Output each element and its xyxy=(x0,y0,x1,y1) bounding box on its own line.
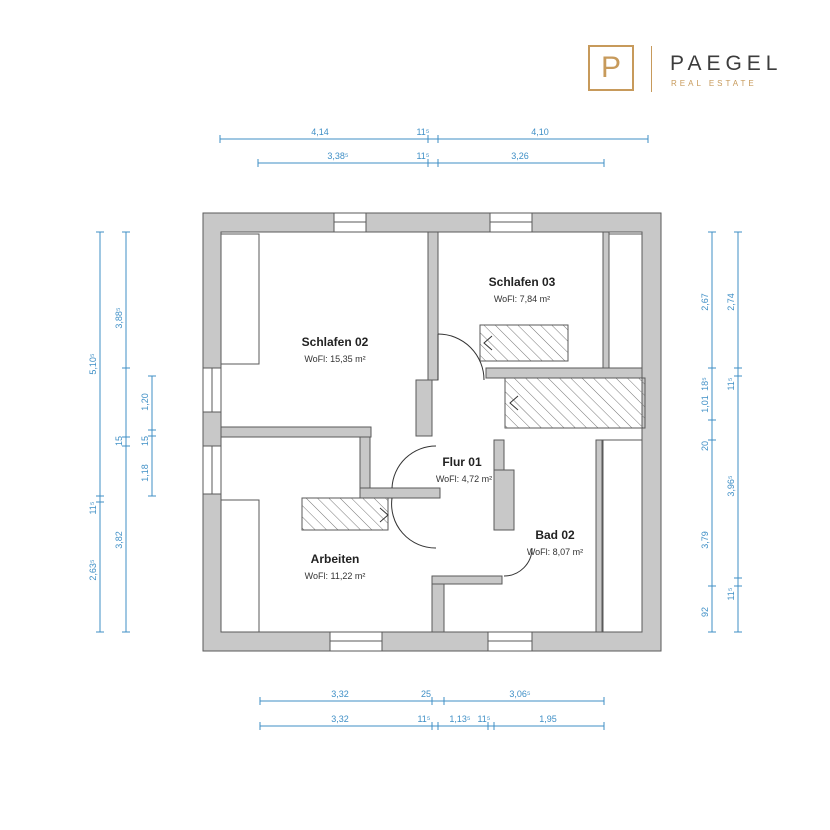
dim-label: 3,38⁵ xyxy=(327,151,349,161)
dim-label: 15 xyxy=(140,436,150,446)
logo-divider xyxy=(651,46,652,92)
dimension-lines xyxy=(99,138,739,727)
dim-label: 3,88⁵ xyxy=(114,307,124,329)
door-swing xyxy=(391,445,437,489)
dim-label: 2,63⁵ xyxy=(88,559,98,581)
dim-label: 1,13⁵ xyxy=(449,714,471,724)
knee-wall-box xyxy=(220,499,260,633)
dim-label: 11⁵ xyxy=(726,377,736,390)
stair-arrow xyxy=(509,395,519,411)
dim-label: 3,06⁵ xyxy=(509,689,531,699)
dim-label: 11⁵ xyxy=(88,501,98,514)
dim-label: 4,14 xyxy=(311,127,329,137)
dim-label: 11⁵ xyxy=(417,714,430,724)
brand-name: PAEGEL xyxy=(670,52,783,75)
room-name: Schlafen 03 xyxy=(489,275,556,289)
dim-label: 11⁵ xyxy=(726,587,736,600)
room-area: WoFl: 8,07 m² xyxy=(527,547,583,557)
interior-wall xyxy=(220,426,372,438)
room-labels: Schlafen 02 WoFl: 15,35 m² Schlafen 03 W… xyxy=(302,275,584,581)
dim-label: 3,26 xyxy=(511,151,529,161)
dim-label: 15 xyxy=(114,436,124,446)
dim-label: 1,95 xyxy=(539,714,557,724)
door-swing xyxy=(391,497,437,549)
dim-label: 1,20 xyxy=(140,393,150,411)
dim-label: 11⁵ xyxy=(416,151,429,161)
room-area: WoFl: 7,84 m² xyxy=(494,294,550,304)
dim-label: 2,74 xyxy=(726,293,736,311)
stair-hatch xyxy=(301,497,389,531)
walls xyxy=(202,212,662,652)
interior-wall xyxy=(493,469,515,531)
dimension-labels: 4,14 11⁵ 4,10 3,38⁵ 11⁵ 3,26 3,32 25 3,0… xyxy=(88,127,736,724)
dim-label: 1,18 xyxy=(140,464,150,482)
built-ins xyxy=(220,233,643,633)
interior-wall xyxy=(431,575,503,585)
windows xyxy=(202,212,533,652)
dim-label: 3,79 xyxy=(700,531,710,549)
interior-wall xyxy=(602,231,610,371)
room-name: Arbeiten xyxy=(311,552,360,566)
knee-wall-box xyxy=(602,439,643,633)
dim-label: 3,32 xyxy=(331,689,349,699)
logo-letter: P xyxy=(600,51,621,84)
stair-hatch xyxy=(479,324,569,362)
brand-tagline: REAL ESTATE xyxy=(671,79,757,88)
room-area: WoFl: 4,72 m² xyxy=(436,474,492,484)
dim-label: 2,67 xyxy=(700,293,710,311)
dimension-ticks xyxy=(96,135,742,730)
door-swing xyxy=(437,333,485,381)
stairs xyxy=(301,324,646,531)
room-name: Schlafen 02 xyxy=(302,335,369,349)
interior-wall xyxy=(427,231,439,381)
door-swing xyxy=(503,547,533,577)
dim-label: 25 xyxy=(421,689,431,699)
room-area: WoFl: 11,22 m² xyxy=(305,571,366,581)
stair-arrow xyxy=(483,335,493,351)
room-name: Bad 02 xyxy=(535,528,575,542)
knee-wall-box xyxy=(220,233,260,365)
dim-label: 11⁵ xyxy=(416,127,429,137)
interior-wall xyxy=(415,379,433,437)
dim-label: 4,10 xyxy=(531,127,549,137)
interior-wall xyxy=(359,487,441,499)
doors xyxy=(391,333,533,577)
dim-label: 5,10⁵ xyxy=(88,353,98,375)
dim-label: 3,32 xyxy=(331,714,349,724)
dim-label: 1,01 xyxy=(700,395,710,413)
dim-label: 3,96⁵ xyxy=(726,475,736,497)
room-name: Flur 01 xyxy=(442,455,482,469)
dim-label: 20 xyxy=(700,441,710,451)
stair-hatch xyxy=(504,377,646,429)
knee-wall-box xyxy=(608,233,643,369)
dim-label: 3,82 xyxy=(114,531,124,549)
room-area: WoFl: 15,35 m² xyxy=(304,354,365,364)
dim-label: 11⁵ xyxy=(477,714,490,724)
stair-arrow xyxy=(379,507,389,523)
dim-label: 18⁵ xyxy=(700,377,710,391)
interior-wall xyxy=(485,367,643,379)
dim-label: 92 xyxy=(700,607,710,617)
logo-mark: P xyxy=(588,45,634,91)
interior-wall xyxy=(595,439,603,633)
